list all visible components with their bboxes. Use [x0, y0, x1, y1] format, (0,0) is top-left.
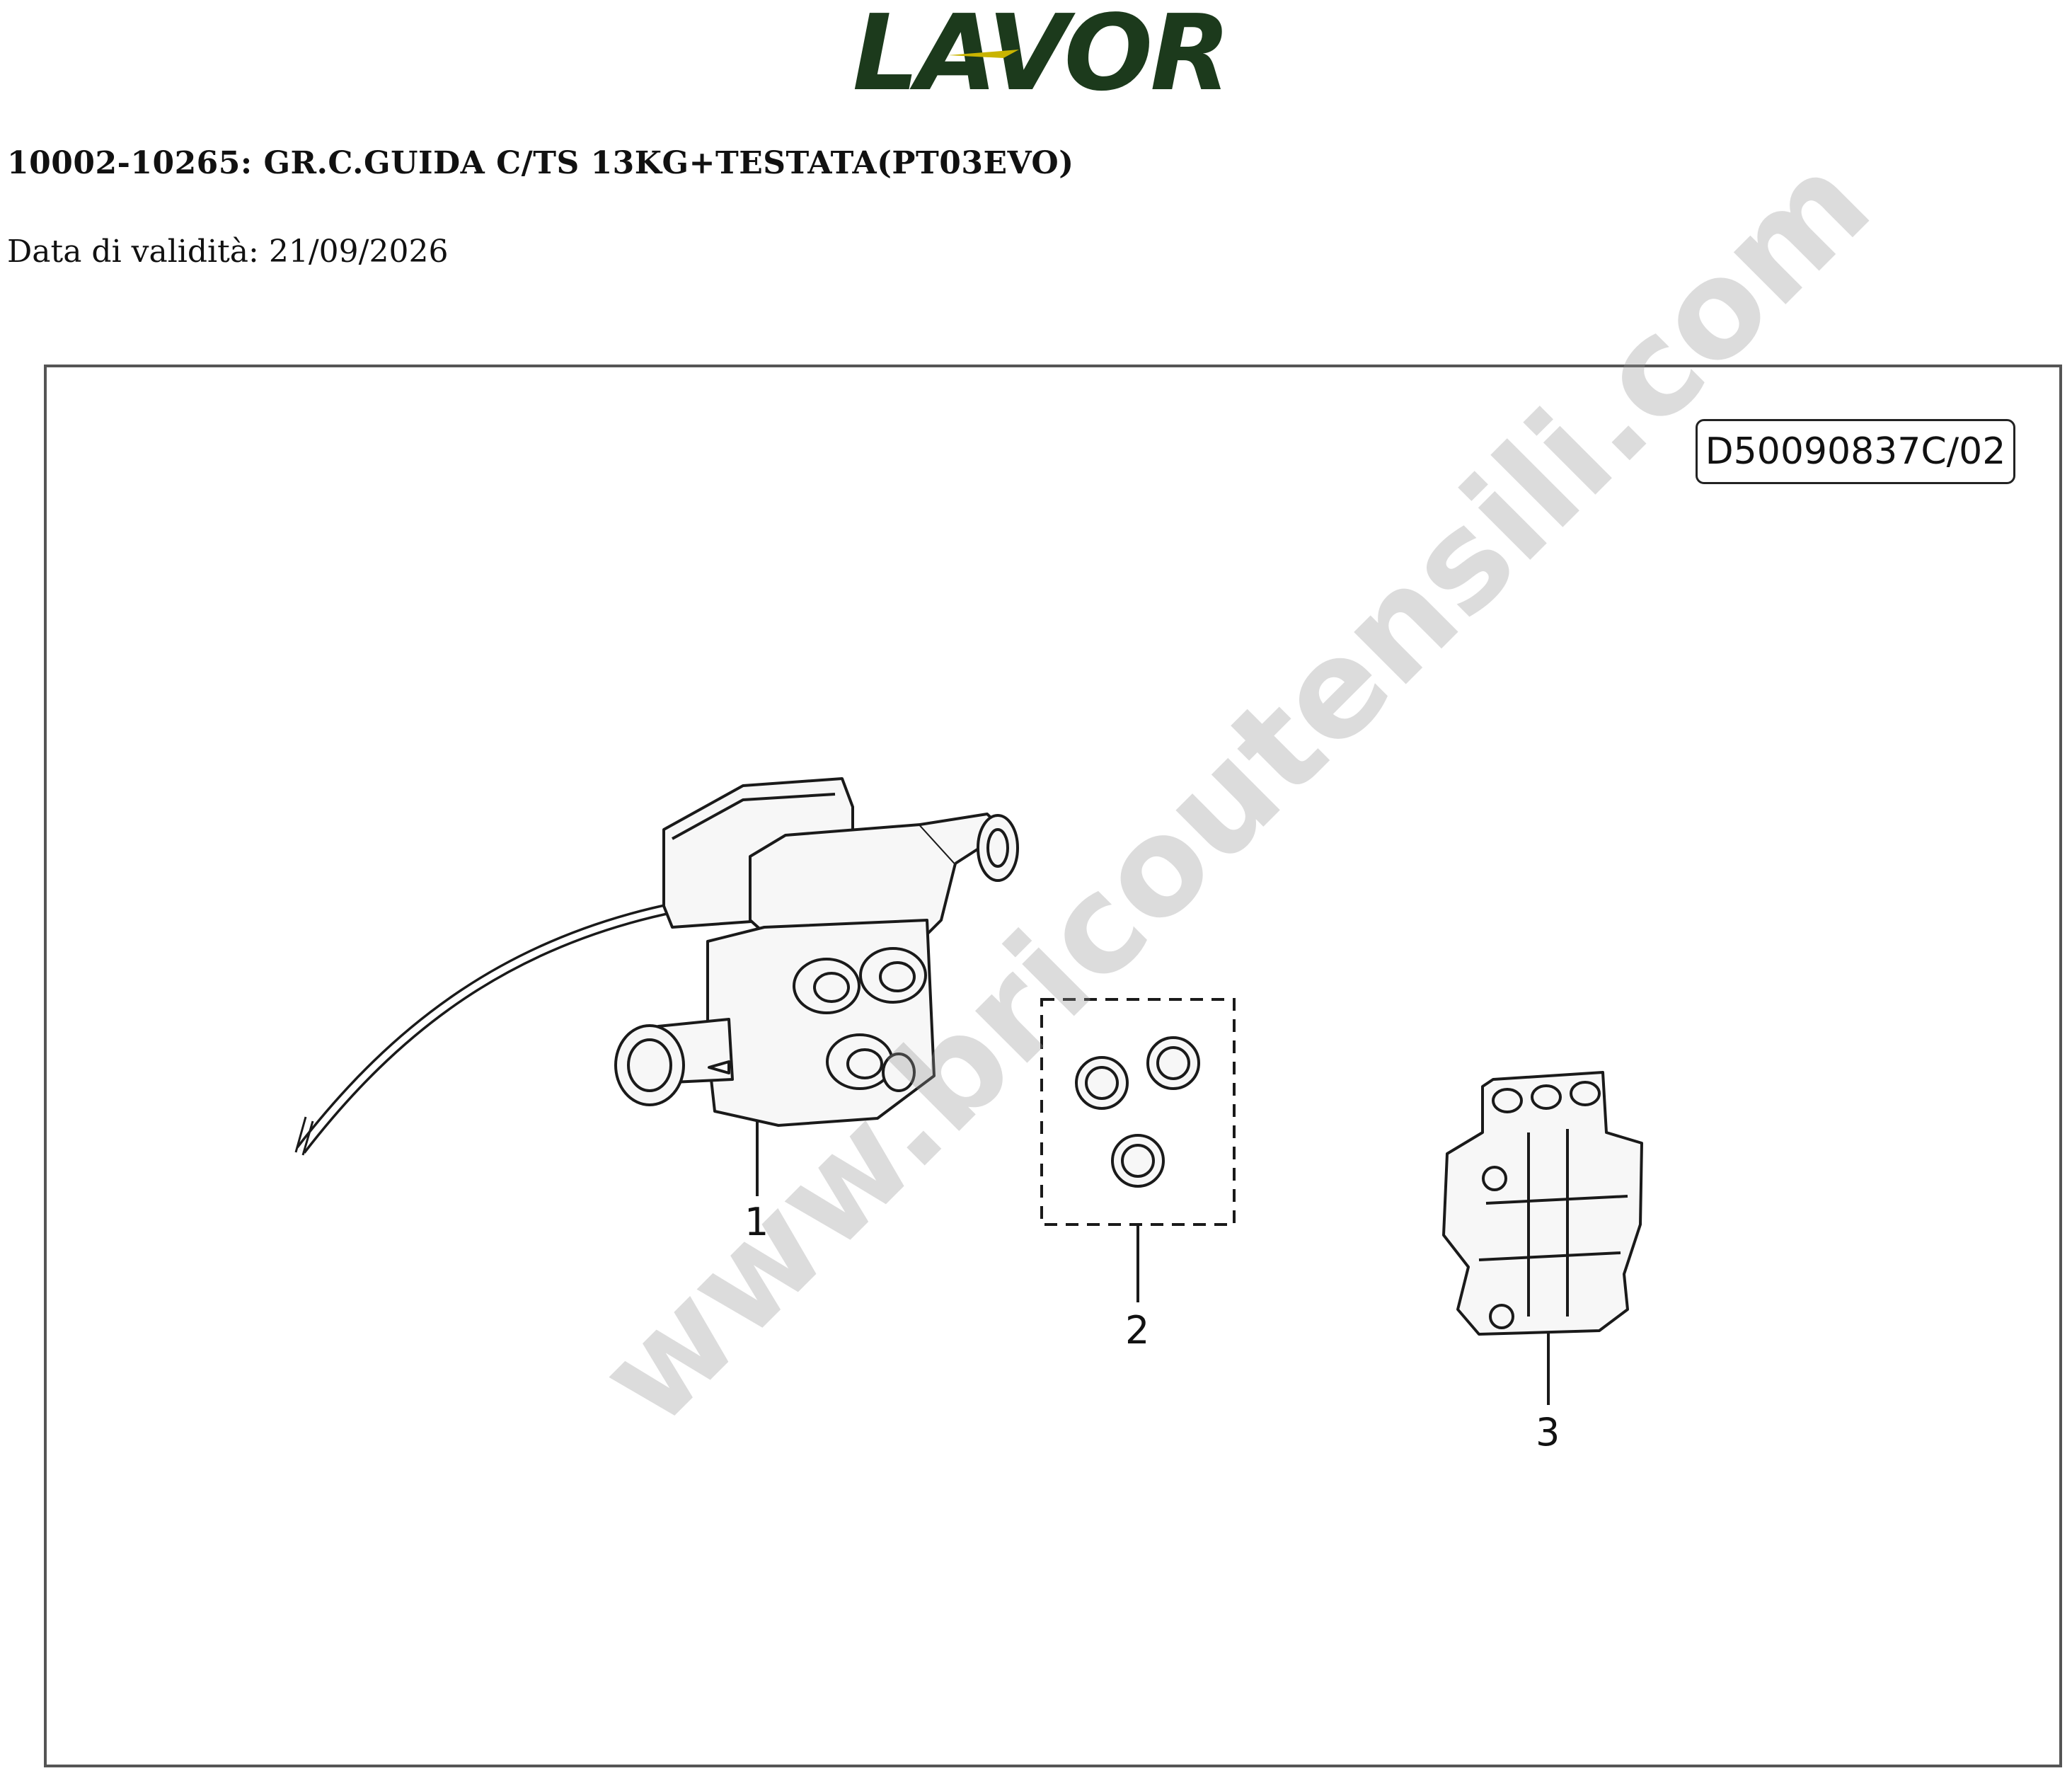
- page-title: 10002-10265: GR.C.GUIDA C/TS 13KG+TESTAT…: [7, 145, 1074, 181]
- callout-3: 3: [1536, 1410, 1560, 1455]
- diagram-frame: [44, 365, 2062, 1767]
- part-2-seal-rings: [1075, 1036, 1200, 1188]
- svg-text:LAVOR: LAVOR: [853, 0, 1228, 106]
- part-2-kit-box: [1040, 998, 1236, 1226]
- validity-line: Data di validità: 21/09/2026: [7, 234, 448, 270]
- lavor-logo: LAVOR: [853, 0, 1231, 106]
- part-1-valve-body: [294, 777, 1019, 1156]
- callout-1: 1: [744, 1200, 769, 1244]
- drawing-code-box: D50090837C/02: [1696, 419, 2015, 484]
- validity-label: Data di validità:: [7, 234, 259, 270]
- part-3-pump-head: [1442, 1071, 1643, 1336]
- validity-date: 21/09/2026: [268, 234, 449, 270]
- callout-2: 2: [1125, 1308, 1150, 1353]
